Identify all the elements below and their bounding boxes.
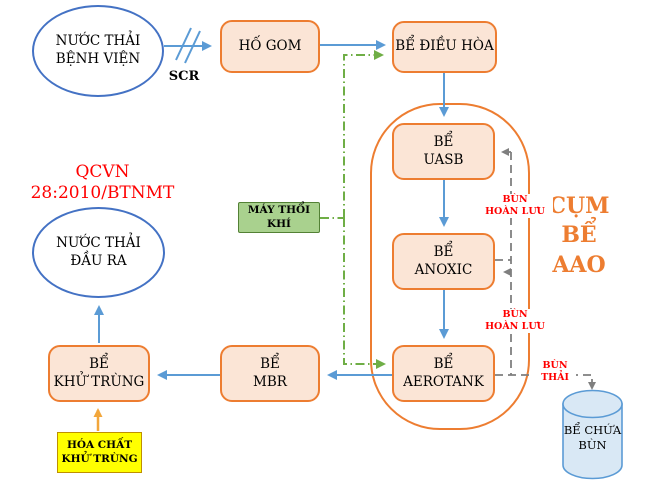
air-supply-lines (320, 50, 386, 369)
sludge-lines (495, 148, 596, 390)
effluent-ellipse: NƯỚC THẢI ĐẦU RA (32, 207, 165, 298)
air-line-to-equalization (343, 50, 384, 218)
chemical-node: HÓA CHẤT KHỬ TRÙNG (57, 432, 142, 473)
return-sludge-label-lower: BÙN HOÀN LƯU (477, 309, 553, 333)
sludge-tank-cylinder (562, 389, 623, 480)
equalization-tank-node: BỂ ĐIỀU HÒA (392, 21, 497, 73)
aerotank-node: BỂ AEROTANK (392, 345, 495, 402)
aao-cluster-outline (370, 103, 530, 430)
waste-sludge-label: BÙN THẢI (534, 360, 576, 384)
mbr-tank-node: BỂ MBR (220, 345, 320, 402)
screen-slash-icon (184, 30, 201, 64)
anoxic-tank-node: BỂ ANOXIC (392, 233, 495, 290)
waste-sludge-line-to-tank (570, 374, 596, 390)
disinfection-tank-node: BỂ KHỬ TRÙNG (48, 345, 150, 402)
sludge-tank-label: BỂ CHỨA BÙN (563, 423, 622, 452)
water-flow-arrows (94, 27, 449, 380)
scr-label: SCR (168, 69, 200, 84)
air-line-to-aerotank (343, 218, 386, 369)
aao-cluster-label: CỤM BỂ AAO (548, 193, 610, 278)
collection-pit-node: HỐ GOM (220, 20, 320, 73)
source-ellipse: NƯỚC THẢI BỆNH VIỆN (32, 5, 164, 97)
screen-slash-icon (175, 27, 192, 61)
uasb-tank-node: BỂ UASB (392, 123, 495, 180)
qcvn-standard-label: QCVN 28:2010/BTNMT (30, 162, 175, 204)
air-blower-node: MÁY THỔI KHÍ (238, 202, 320, 233)
return-sludge-label-upper: BÙN HOÀN LƯU (477, 194, 553, 218)
